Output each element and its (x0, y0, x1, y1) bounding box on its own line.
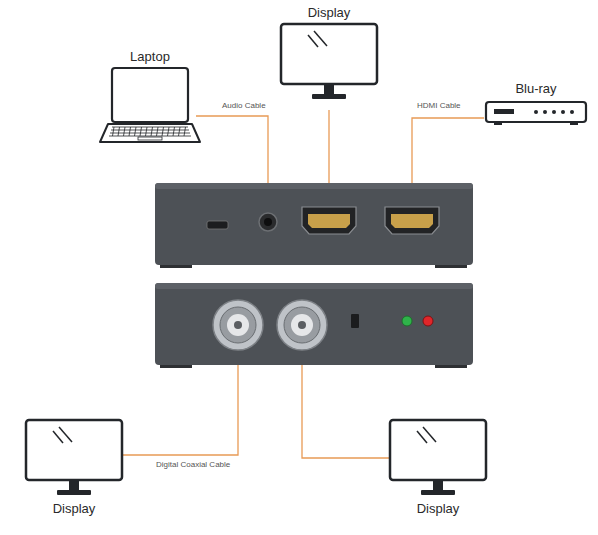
display-icon: Display (23, 418, 125, 518)
cables (123, 110, 484, 458)
device-name: Display (308, 4, 351, 22)
cable-label: Digital Coaxial Cable (154, 460, 232, 470)
player-icon: Blu-ray (484, 80, 588, 128)
device-name: Blu-ray (515, 80, 556, 98)
cable-label: HDMI Cable (415, 101, 463, 111)
converter-rear (155, 183, 473, 268)
led-red (423, 316, 433, 326)
cable-label: Audio Cable (220, 101, 268, 111)
led-green (402, 316, 412, 326)
device-name: Display (53, 500, 96, 518)
converter-front (155, 283, 473, 368)
hdmi-port (302, 207, 356, 234)
hdmi-port (385, 207, 439, 234)
monitor-outline (24, 418, 124, 500)
laptop-outline (98, 66, 202, 148)
device-name: Laptop (130, 48, 170, 66)
display-icon: Display (277, 4, 381, 104)
usb-port (207, 221, 228, 229)
bnc-connector (277, 300, 327, 350)
player-outline (484, 98, 588, 128)
bnc-connector (213, 300, 263, 350)
coax-cable (123, 350, 238, 455)
coax-cable (302, 350, 389, 458)
display-icon: Display (387, 418, 489, 518)
device-name: Display (417, 500, 460, 518)
monitor-outline (388, 418, 488, 500)
monitor-outline (279, 22, 379, 104)
audio-jack (259, 213, 277, 231)
laptop-icon: Laptop (98, 48, 202, 148)
switch (351, 314, 359, 328)
